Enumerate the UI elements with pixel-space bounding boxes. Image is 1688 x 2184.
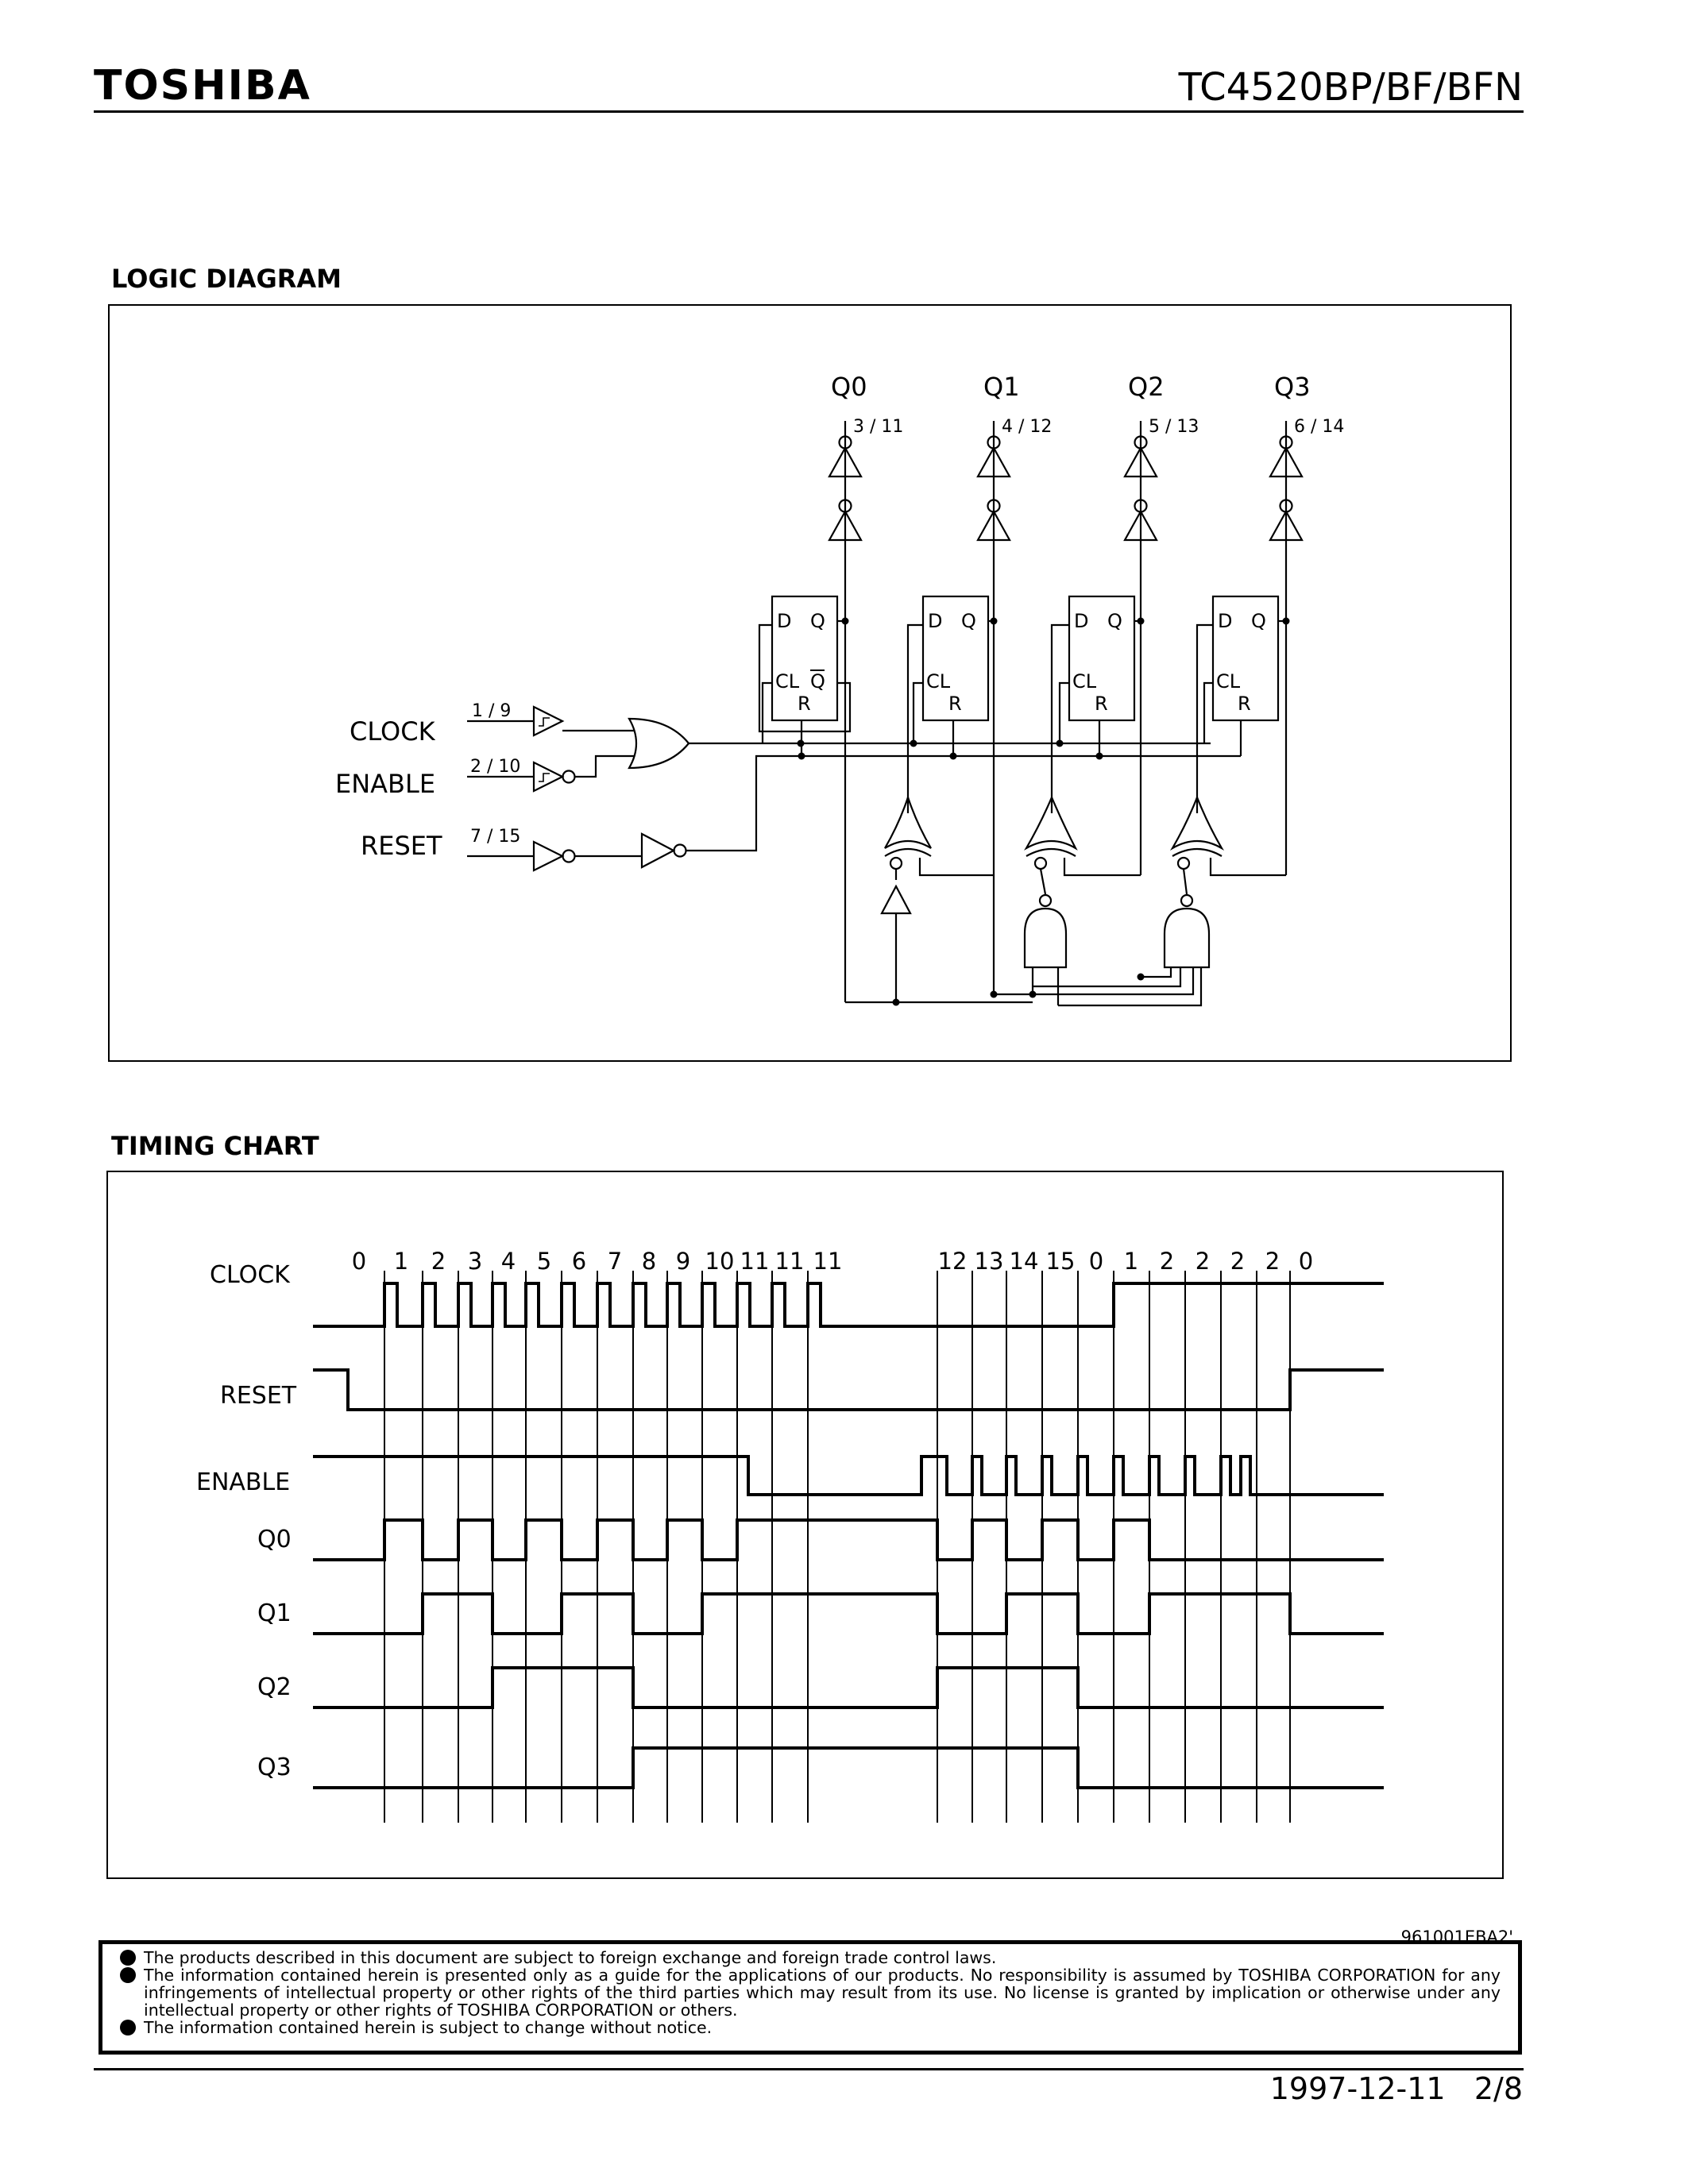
signal-label: Q1: [257, 1599, 292, 1627]
count-label: 11: [813, 1248, 843, 1275]
q0-waveform: [313, 1518, 1384, 1561]
svg-text:CL: CL: [775, 670, 800, 693]
signal-label: ENABLE: [196, 1468, 290, 1496]
output-pin: 5 / 13: [1149, 417, 1199, 437]
svg-text:Q: Q: [1107, 610, 1122, 632]
input-label: RESET: [361, 831, 442, 861]
svg-text:Q: Q: [1251, 610, 1266, 632]
reset-waveform: [313, 1368, 1384, 1411]
enable-waveform: [313, 1455, 1384, 1496]
count-label: 8: [642, 1248, 656, 1275]
svg-text:CL: CL: [1072, 670, 1097, 693]
page-number: 2/8: [1474, 2071, 1523, 2106]
signal-label: Q2: [257, 1673, 292, 1701]
bullet-icon: [120, 1950, 136, 1966]
logic-diagram-frame: D Q CL Q R D Q CL R D Q CL R D Q CL R CL…: [108, 304, 1512, 1062]
count-label: 12: [938, 1248, 968, 1275]
count-label: 3: [468, 1248, 482, 1275]
svg-text:R: R: [798, 693, 811, 715]
header-rule: [94, 110, 1524, 113]
notice-box: The products described in this document …: [98, 1940, 1522, 2055]
count-label: 5: [537, 1248, 551, 1275]
q1-waveform: [313, 1592, 1384, 1635]
count-label: 0: [1089, 1248, 1103, 1275]
output-label: Q0: [831, 372, 867, 402]
count-label: 2: [1230, 1248, 1245, 1275]
footer-rule: [94, 2068, 1524, 2070]
signal-label: RESET: [220, 1382, 297, 1410]
notice-item: The products described in this document …: [120, 1949, 1501, 1966]
notice-item: The information contained herein is subj…: [120, 2019, 1501, 2036]
output-label: Q2: [1128, 372, 1165, 402]
count-label: 15: [1046, 1248, 1076, 1275]
footer-date-page: 1997-12-11 2/8: [1270, 2071, 1523, 2106]
count-label: 0: [352, 1248, 366, 1275]
output-pin: 6 / 14: [1294, 417, 1344, 437]
count-label: 11: [740, 1248, 770, 1275]
svg-text:D: D: [777, 610, 791, 632]
bullet-icon: [120, 1967, 136, 1983]
signal-label: Q0: [257, 1526, 292, 1553]
output-label: Q3: [1274, 372, 1311, 402]
input-pin: 2 / 10: [470, 757, 520, 777]
svg-text:Q: Q: [961, 610, 976, 632]
output-pin: 3 / 11: [853, 417, 903, 437]
logic-diagram: D Q CL Q R D Q CL R D Q CL R D Q CL R CL…: [335, 372, 1344, 1007]
count-label: 11: [775, 1248, 805, 1275]
svg-text:R: R: [948, 693, 962, 715]
signal-label: Q3: [257, 1754, 292, 1781]
input-label: ENABLE: [335, 769, 435, 799]
q3-waveform: [313, 1746, 1384, 1789]
brand-logo: TOSHIBA: [94, 62, 311, 110]
count-label: 2: [1196, 1248, 1210, 1275]
count-label: 9: [676, 1248, 690, 1275]
clock-waveform: [313, 1282, 1384, 1328]
timing-chart-title: TIMING CHART: [111, 1131, 319, 1161]
count-label: 0: [1299, 1248, 1313, 1275]
input-pin: 1 / 9: [472, 701, 511, 721]
svg-text:CL: CL: [926, 670, 951, 693]
logic-diagram-title: LOGIC DIAGRAM: [111, 264, 342, 294]
bullet-icon: [120, 2020, 136, 2035]
count-label: 2: [1265, 1248, 1280, 1275]
svg-text:D: D: [1074, 610, 1088, 632]
count-label: 1: [394, 1248, 408, 1275]
svg-text:R: R: [1238, 693, 1251, 715]
count-label: 7: [608, 1248, 622, 1275]
count-label: 6: [572, 1248, 586, 1275]
input-label: CLOCK: [350, 716, 436, 747]
notice-item: The information contained herein is pres…: [120, 1966, 1501, 2019]
count-label: 10: [705, 1248, 735, 1275]
svg-text:R: R: [1095, 693, 1108, 715]
count-label: 2: [431, 1248, 446, 1275]
svg-text:D: D: [1218, 610, 1232, 632]
count-label: 13: [975, 1248, 1004, 1275]
output-pin: 4 / 12: [1002, 417, 1052, 437]
count-label: 2: [1160, 1248, 1174, 1275]
q2-waveform: [313, 1666, 1384, 1709]
count-label: 1: [1124, 1248, 1138, 1275]
svg-text:CL: CL: [1216, 670, 1241, 693]
footer-date: 1997-12-11: [1269, 2071, 1446, 2106]
part-number: TC4520BP/BF/BFN: [1178, 65, 1523, 110]
count-label: 4: [501, 1248, 516, 1275]
input-pin: 7 / 15: [470, 827, 520, 847]
svg-text:Q: Q: [810, 610, 825, 632]
signal-label: CLOCK: [210, 1261, 291, 1289]
count-label: 14: [1010, 1248, 1039, 1275]
svg-text:Q: Q: [810, 670, 825, 693]
output-label: Q1: [983, 372, 1020, 402]
svg-text:D: D: [928, 610, 942, 632]
